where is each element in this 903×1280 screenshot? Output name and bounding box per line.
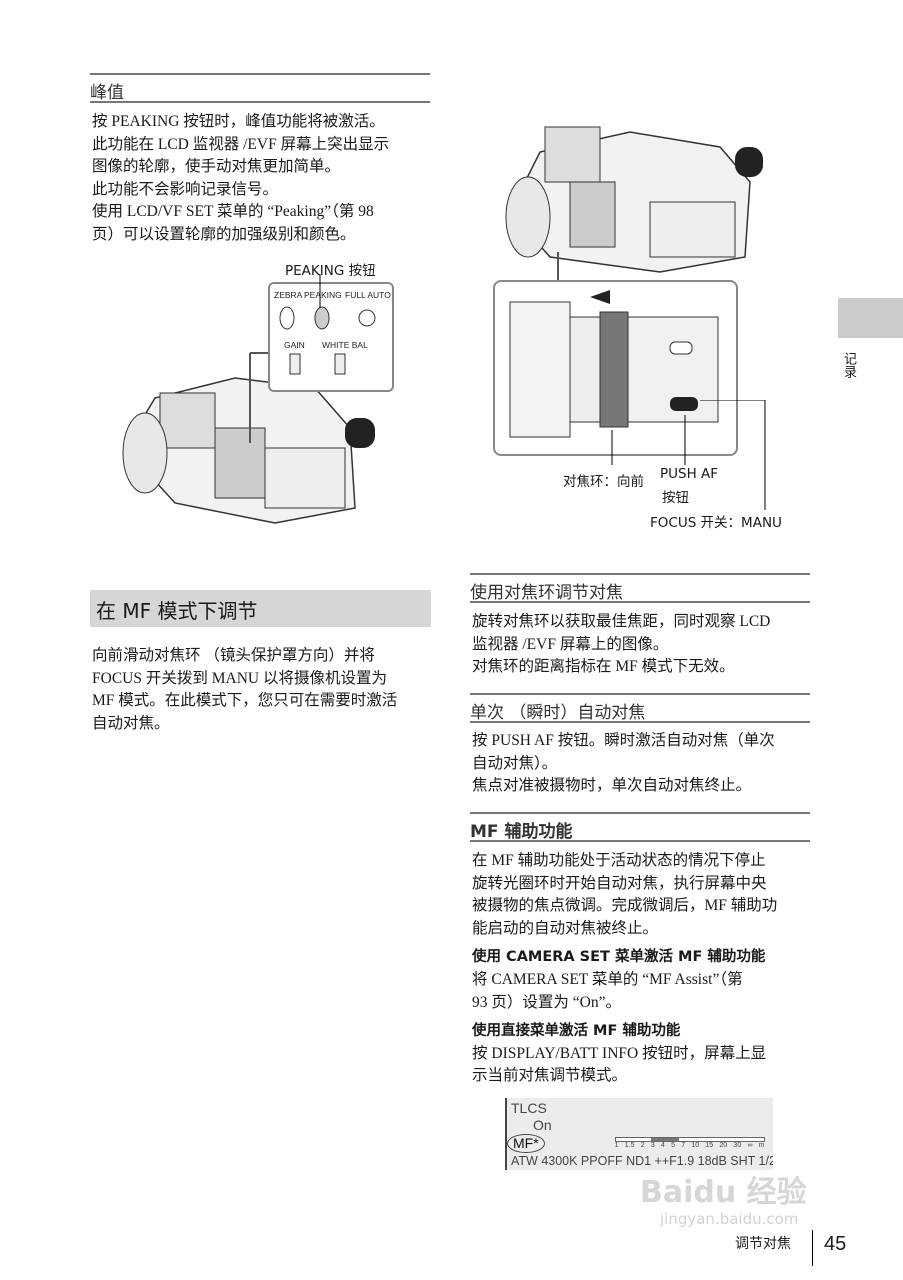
- watermark-url: jingyan.baidu.com: [660, 1210, 799, 1228]
- camera-illustration-left: [122, 352, 375, 524]
- inset-label-zebra: ZEBRA: [274, 290, 303, 300]
- inset-label-full-auto: FULL AUTO: [345, 290, 391, 300]
- page-number: 45: [824, 1233, 847, 1255]
- scale-tick: 30: [733, 1142, 742, 1149]
- oneshot-text: 按 PUSH AF 按钮。瞬时激活自动对焦（单次自动对焦）。焦点对准被摄物时，单…: [472, 732, 775, 795]
- section-heading-peaking: 峰值: [90, 73, 430, 103]
- push-af-label-2: 按钮: [662, 490, 689, 506]
- inset-label-peaking: PEAKING: [304, 290, 342, 300]
- callout-lines: [611, 400, 766, 510]
- scale-tick: 20: [719, 1142, 728, 1149]
- peaking-inset: ZEBRA PEAKING FULL AUTO GAIN WHITE BAL: [268, 282, 394, 392]
- footer-section: 调节对焦: [735, 1237, 791, 1252]
- tlcs-indicator: TLCS: [511, 1100, 547, 1116]
- side-tab: [838, 298, 903, 338]
- pointer-line: [319, 274, 321, 308]
- camera-illustration-right: [505, 126, 763, 280]
- assist-status: On: [533, 1117, 552, 1133]
- peaking-button-label: PEAKING 按钮: [285, 263, 376, 279]
- scale-tick: 5: [671, 1142, 676, 1149]
- scale-tick: 4: [661, 1142, 665, 1149]
- focus-switch-label: FOCUS 开关：MANU: [650, 515, 782, 531]
- section-heading-assist: MF 辅助功能: [470, 812, 810, 842]
- watermark: Baidu 经验: [640, 1175, 807, 1210]
- peaking-text: 按 PEAKING 按钮时，峰值功能将被激活。 此功能在 LCD 监视器 /EV…: [92, 111, 437, 247]
- assist-text: 在 MF 辅助功能处于活动状态的情况下停止旋转光圈环时开始自动对焦，执行屏幕中央…: [472, 850, 817, 1088]
- scale-tick: m: [758, 1142, 765, 1149]
- text-line: 使用 LCD/VF SET 菜单的 “Peaking”（第 98: [92, 203, 374, 221]
- scale-tick: 1: [614, 1142, 619, 1149]
- lens-inset: [493, 280, 738, 456]
- footer-divider: [812, 1230, 813, 1266]
- section-heading-mf: 在 MF 模式下调节: [90, 590, 431, 627]
- scale-tick: 1.5: [624, 1142, 635, 1149]
- scale-tick: 10: [691, 1142, 700, 1149]
- scale-tick: 15: [705, 1142, 714, 1149]
- subheading: 使用直接菜单激活 MF 辅助功能: [472, 1023, 681, 1040]
- text-line: 按 PEAKING 按钮时，峰值功能将被激活。: [92, 113, 385, 130]
- scale-tick: ∞: [747, 1142, 753, 1149]
- scale-tick: 7: [681, 1142, 686, 1149]
- push-af-label: PUSH AF: [660, 466, 719, 482]
- section-heading-oneshot: 单次 （瞬时）自动对焦: [470, 693, 810, 723]
- side-tab-label: 记录: [842, 352, 857, 378]
- scale-tick: 3: [650, 1142, 655, 1149]
- mf-indicator: MF*: [507, 1134, 545, 1153]
- inset-controls: [279, 306, 376, 375]
- text-line: 页）可以设置轮廓的加强级别和颜色。: [92, 225, 356, 243]
- text-line: 此功能在 LCD 监视器 /EVF 屏幕上突出显示: [92, 135, 390, 153]
- focus-ring-label: 对焦环：向前: [563, 474, 644, 490]
- inset-label-white-bal: WHITE BAL: [322, 340, 368, 350]
- section-heading-focus-ring: 使用对焦环调节对焦: [470, 573, 810, 603]
- scale-tick: 2: [640, 1142, 645, 1149]
- subheading: 使用 CAMERA SET 菜单激活 MF 辅助功能: [472, 949, 766, 966]
- text-line: 此功能不会影响记录信号。: [92, 180, 279, 198]
- inset-label-gain: GAIN: [284, 340, 305, 350]
- text-line: 图像的轮廓，使手动对焦更加简单。: [92, 158, 341, 176]
- status-line: ATW 4300K PPOFF ND1 ++F1.9 18dB SHT 1/20…: [511, 1154, 773, 1168]
